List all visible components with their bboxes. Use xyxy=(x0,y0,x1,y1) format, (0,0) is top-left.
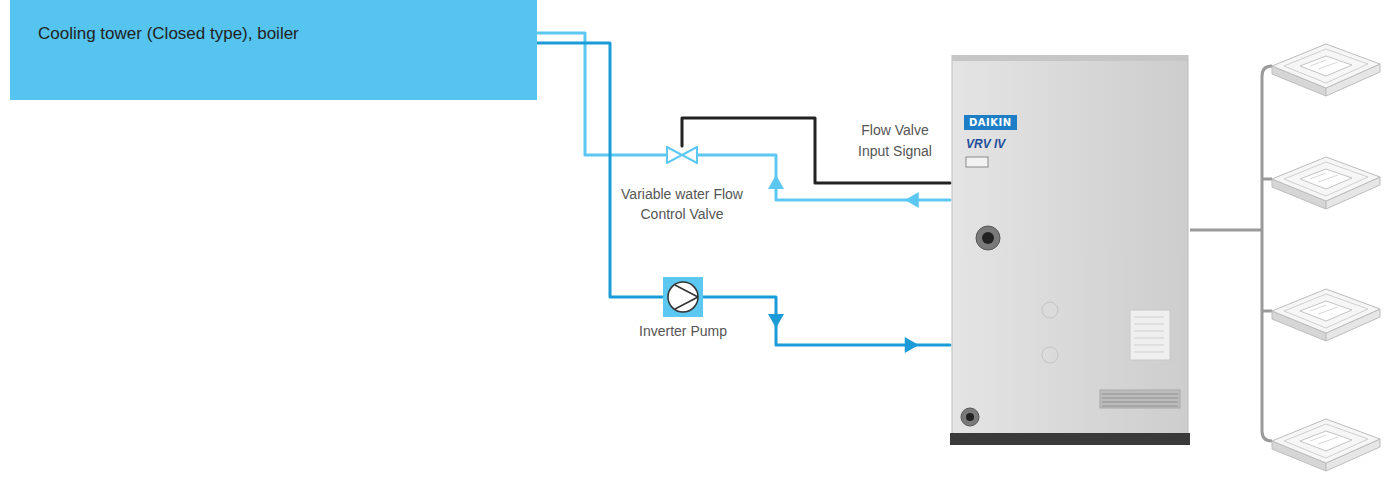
arrow-head xyxy=(905,192,919,208)
plate-line xyxy=(1134,345,1164,346)
refrigerant-line xyxy=(1190,229,1262,232)
plate-line xyxy=(1134,352,1164,353)
knockout-hole xyxy=(1042,302,1058,318)
warning-icon xyxy=(966,157,988,167)
grille-slot xyxy=(1102,394,1178,395)
signal-line xyxy=(682,118,950,183)
refrigerant-branch xyxy=(1262,310,1272,313)
cassette-indoor-unit xyxy=(1272,289,1380,341)
arrow-head xyxy=(768,314,784,328)
plate-line xyxy=(1134,317,1164,318)
pump-line xyxy=(675,297,698,309)
valve-half xyxy=(667,147,682,163)
signal-line-line xyxy=(682,118,950,183)
grille-slot xyxy=(1102,402,1178,403)
unit-body xyxy=(952,55,1188,435)
unit-base xyxy=(950,433,1190,445)
knockout-hole xyxy=(1042,347,1058,363)
water-port-hole xyxy=(982,232,994,244)
return-water-pipe-line xyxy=(537,33,666,155)
grille-slot xyxy=(1102,398,1178,399)
return-water-pipe xyxy=(537,33,666,155)
signal-label: Flow Valve Input Signal xyxy=(845,120,945,162)
plate-line xyxy=(1134,324,1164,325)
pump-line xyxy=(675,285,698,297)
water-port xyxy=(976,226,1000,250)
outdoor-unit-illustration xyxy=(950,55,1190,445)
plate-line xyxy=(1134,338,1164,339)
supply-water-pipe-line xyxy=(703,297,950,345)
cooling-tower-box: Cooling tower (Closed type), boiler xyxy=(10,0,537,100)
supply-water-pipe-line xyxy=(537,43,663,297)
water-port-hole xyxy=(966,413,974,421)
supply-water-pipe xyxy=(703,297,950,353)
cassette-indoor-unit xyxy=(1272,419,1380,471)
valve-symbol xyxy=(666,146,698,164)
unit-top-rim xyxy=(952,55,1188,61)
inverter-pump: Inverter Pump xyxy=(663,277,703,317)
water-port xyxy=(961,408,979,426)
cassette-indoor-unit xyxy=(1272,44,1380,96)
outdoor-unit: DAIKIN VRV IV xyxy=(950,55,1190,445)
pump-ground xyxy=(663,277,703,317)
plate-line xyxy=(1134,331,1164,332)
vent-grille xyxy=(1100,390,1180,408)
supply-water-pipe xyxy=(537,43,663,297)
model-name: VRV IV xyxy=(966,137,1005,151)
grille-slot xyxy=(1102,406,1178,407)
brand-logo: DAIKIN xyxy=(964,115,1017,130)
arrow-head xyxy=(768,175,784,189)
refrigerant-branch xyxy=(1262,178,1272,181)
refrigerant-line xyxy=(1262,66,1272,441)
cassette-indoor-unit xyxy=(1272,157,1380,209)
rating-plate xyxy=(1130,310,1170,360)
pump-symbol xyxy=(663,277,703,317)
arrow-head xyxy=(905,337,919,353)
valve-label: Variable water Flow Control Valve xyxy=(607,184,757,224)
pump-label: Inverter Pump xyxy=(639,321,727,341)
box-label: Cooling tower (Closed type), boiler xyxy=(10,0,537,44)
pump-circle xyxy=(668,282,698,312)
valve-half xyxy=(682,147,697,163)
flow-control-valve: Variable water Flow Control Valve xyxy=(666,146,698,164)
